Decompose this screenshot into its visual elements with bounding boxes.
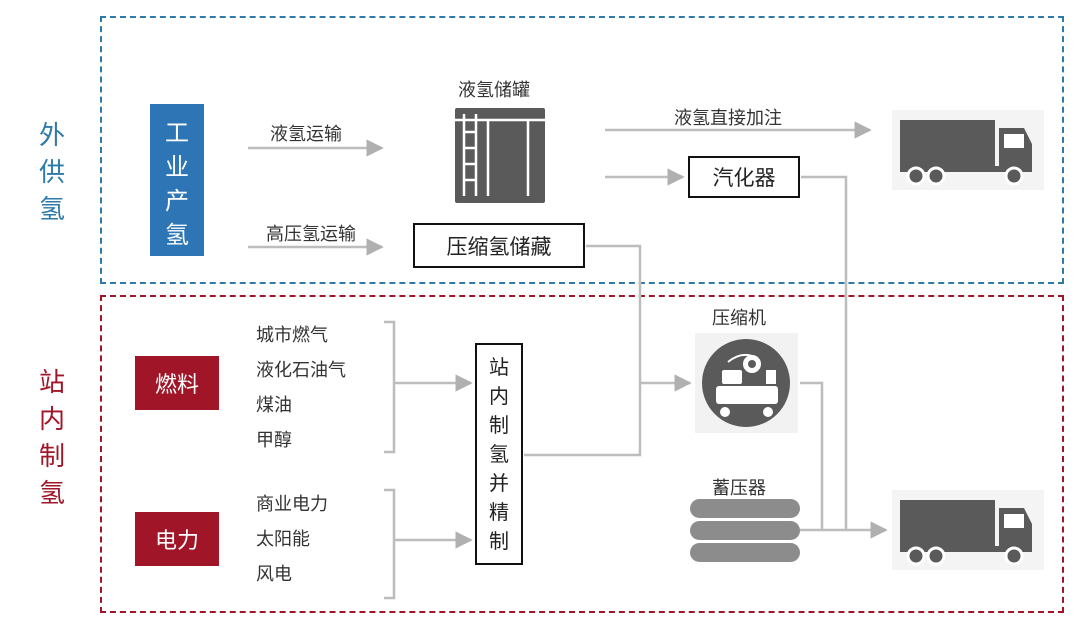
- lh2-tank-label: 液氢储罐: [458, 80, 530, 101]
- industrial-hydrogen-box: 工 业 产 氢: [150, 104, 204, 256]
- compressed-storage-box: 压缩氢储藏: [413, 223, 585, 268]
- power-item: 风电: [256, 564, 292, 585]
- compressor-label: 压缩机: [712, 308, 766, 329]
- line-storage-to-compressor: [586, 244, 642, 383]
- fuel-list: 城市燃气 液化石油气 煤油 甲醇: [256, 318, 346, 458]
- compressor-icon: [695, 333, 798, 433]
- lh2-direct-label: 液氢直接加注: [674, 108, 782, 129]
- bracket-fuel: [384, 320, 396, 454]
- onsite-production-box: 站 内 制 氢 并 精 制: [475, 343, 523, 565]
- lh2-tank-icon: [455, 108, 545, 203]
- fuel-box: 燃料: [135, 356, 219, 410]
- hp-transport-label: 高压氢运输: [266, 224, 356, 245]
- liquid-transport-label: 液氢运输: [270, 124, 342, 145]
- vaporizer-box: 汽化器: [688, 156, 800, 198]
- onsite-production-label: 站 内 制 氢: [38, 368, 65, 509]
- truck-bottom-icon: [892, 490, 1044, 570]
- accumulator-icon: [690, 499, 800, 562]
- line-onsite-to-compressor: [524, 383, 642, 457]
- bracket-power: [384, 488, 396, 600]
- truck-top-icon: [892, 110, 1044, 190]
- line-vaporizer-to-truck: [801, 175, 848, 530]
- external-supply-region: [100, 16, 1064, 284]
- power-item: 太阳能: [256, 529, 310, 550]
- power-item: 商业电力: [256, 494, 328, 515]
- onsite-production-region: [100, 295, 1064, 613]
- fuel-item: 甲醇: [256, 430, 292, 451]
- power-box: 电力: [135, 512, 219, 566]
- fuel-item: 煤油: [256, 395, 292, 416]
- external-supply-label: 外 供 氢: [38, 121, 65, 225]
- line-compressor-to-truck: [800, 381, 824, 530]
- fuel-item: 城市燃气: [256, 325, 328, 346]
- power-list: 商业电力 太阳能 风电: [256, 487, 328, 592]
- accumulator-label: 蓄压器: [712, 478, 766, 499]
- fuel-item: 液化石油气: [256, 360, 346, 381]
